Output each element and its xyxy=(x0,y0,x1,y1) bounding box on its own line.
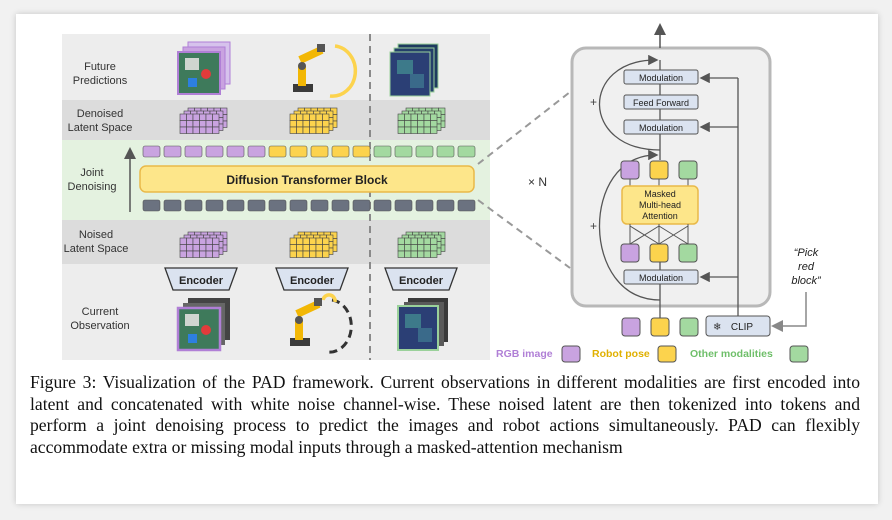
encoder-other-label: Encoder xyxy=(399,275,444,287)
label-denoised-2: Latent Space xyxy=(68,122,133,134)
label-noised-1: Noised xyxy=(79,229,113,241)
label-joint-2: Denoising xyxy=(68,181,117,193)
denoised-rgb-latent xyxy=(179,107,228,134)
attention-label-2: Multi-head xyxy=(639,200,681,210)
encoder-other: Encoder xyxy=(384,267,458,291)
dit-block-detail xyxy=(570,46,772,308)
denoised-robot-latent xyxy=(289,107,338,134)
attn-out-token-robot xyxy=(649,160,669,180)
masked-attention xyxy=(621,185,699,225)
instruction-line-3: block” xyxy=(791,275,822,287)
modulation-mid-label: Modulation xyxy=(639,123,683,133)
encoder-robot-label: Encoder xyxy=(290,275,335,287)
current-rgb-stack xyxy=(176,298,230,352)
modulation-top xyxy=(623,69,699,85)
clip-encoder xyxy=(705,315,771,337)
label-current-1: Current xyxy=(82,306,119,318)
attn-in-token-other xyxy=(678,243,698,263)
noised-other-latent xyxy=(397,231,446,258)
feed-forward-label: Feed Forward xyxy=(633,98,689,108)
clip-label: CLIP xyxy=(731,322,754,333)
denoised-token-row xyxy=(142,145,476,158)
residual-arc-top xyxy=(598,54,661,151)
legend-rgb-label: RGB image xyxy=(496,348,553,360)
legend-robot-swatch xyxy=(657,345,677,363)
future-robot-arc xyxy=(329,44,358,98)
feed-forward xyxy=(623,94,699,110)
encoder-rgb-label: Encoder xyxy=(179,275,224,287)
input-token-other xyxy=(679,317,699,337)
attn-in-token-rgb xyxy=(620,243,640,263)
current-other-stack xyxy=(397,298,448,351)
zoom-line-bottom xyxy=(477,199,571,269)
attention-label-1: Masked xyxy=(644,189,676,199)
attn-out-token-rgb xyxy=(620,160,640,180)
encoder-rgb: Encoder xyxy=(164,267,238,291)
caption-label: Figure 3: xyxy=(30,372,97,392)
label-current-2: Observation xyxy=(70,320,129,332)
future-other-stack xyxy=(389,43,439,97)
label-denoised-1: Denoised xyxy=(77,108,123,120)
future-rgb-stack xyxy=(177,41,231,95)
modulation-bottom-label: Modulation xyxy=(639,273,683,283)
figure-caption: Figure 3: Visualization of the PAD frame… xyxy=(30,372,860,458)
input-token-robot xyxy=(650,317,670,337)
denoised-other-latent xyxy=(397,107,446,134)
noised-rgb-latent xyxy=(179,231,228,258)
times-n-label: × N xyxy=(528,175,547,189)
label-future-2: Predictions xyxy=(73,75,128,87)
dit-block-label: Diffusion Transformer Block xyxy=(226,173,388,187)
modulation-top-label: Modulation xyxy=(639,73,683,83)
modulation-mid xyxy=(623,119,699,135)
dit-block xyxy=(139,165,475,193)
caption-text: Visualization of the PAD framework. Curr… xyxy=(30,372,860,457)
instruction-line-1: “Pick xyxy=(794,247,819,259)
label-joint-1: Joint xyxy=(80,167,103,179)
legend-rgb-swatch xyxy=(561,345,581,363)
zoom-line-top xyxy=(477,91,571,165)
attention-connections xyxy=(629,224,689,245)
encoder-robot: Encoder xyxy=(275,267,349,291)
current-robot-icon xyxy=(290,293,353,354)
noised-token-row xyxy=(142,199,476,212)
attn-in-token-robot xyxy=(649,243,669,263)
legend-other-label: Other modalities xyxy=(690,348,773,360)
label-future-1: Future xyxy=(84,61,116,73)
legend-robot-label: Robot pose xyxy=(592,348,650,360)
attn-out-token-other xyxy=(678,160,698,180)
label-noised-2: Latent Space xyxy=(64,243,129,255)
modulation-bottom xyxy=(623,269,699,285)
noised-robot-latent xyxy=(289,231,338,258)
current-robot-arc xyxy=(326,298,353,354)
attention-label-3: Attention xyxy=(642,211,678,221)
plus-top: + xyxy=(590,95,597,109)
future-robot-icon xyxy=(293,44,358,98)
legend-other-swatch xyxy=(789,345,809,363)
snowflake-icon: ❄ xyxy=(713,322,721,333)
input-token-rgb xyxy=(621,317,641,337)
plus-bottom: + xyxy=(590,219,597,233)
instruction-line-2: red xyxy=(798,261,815,273)
instruction-arrow xyxy=(771,292,807,332)
